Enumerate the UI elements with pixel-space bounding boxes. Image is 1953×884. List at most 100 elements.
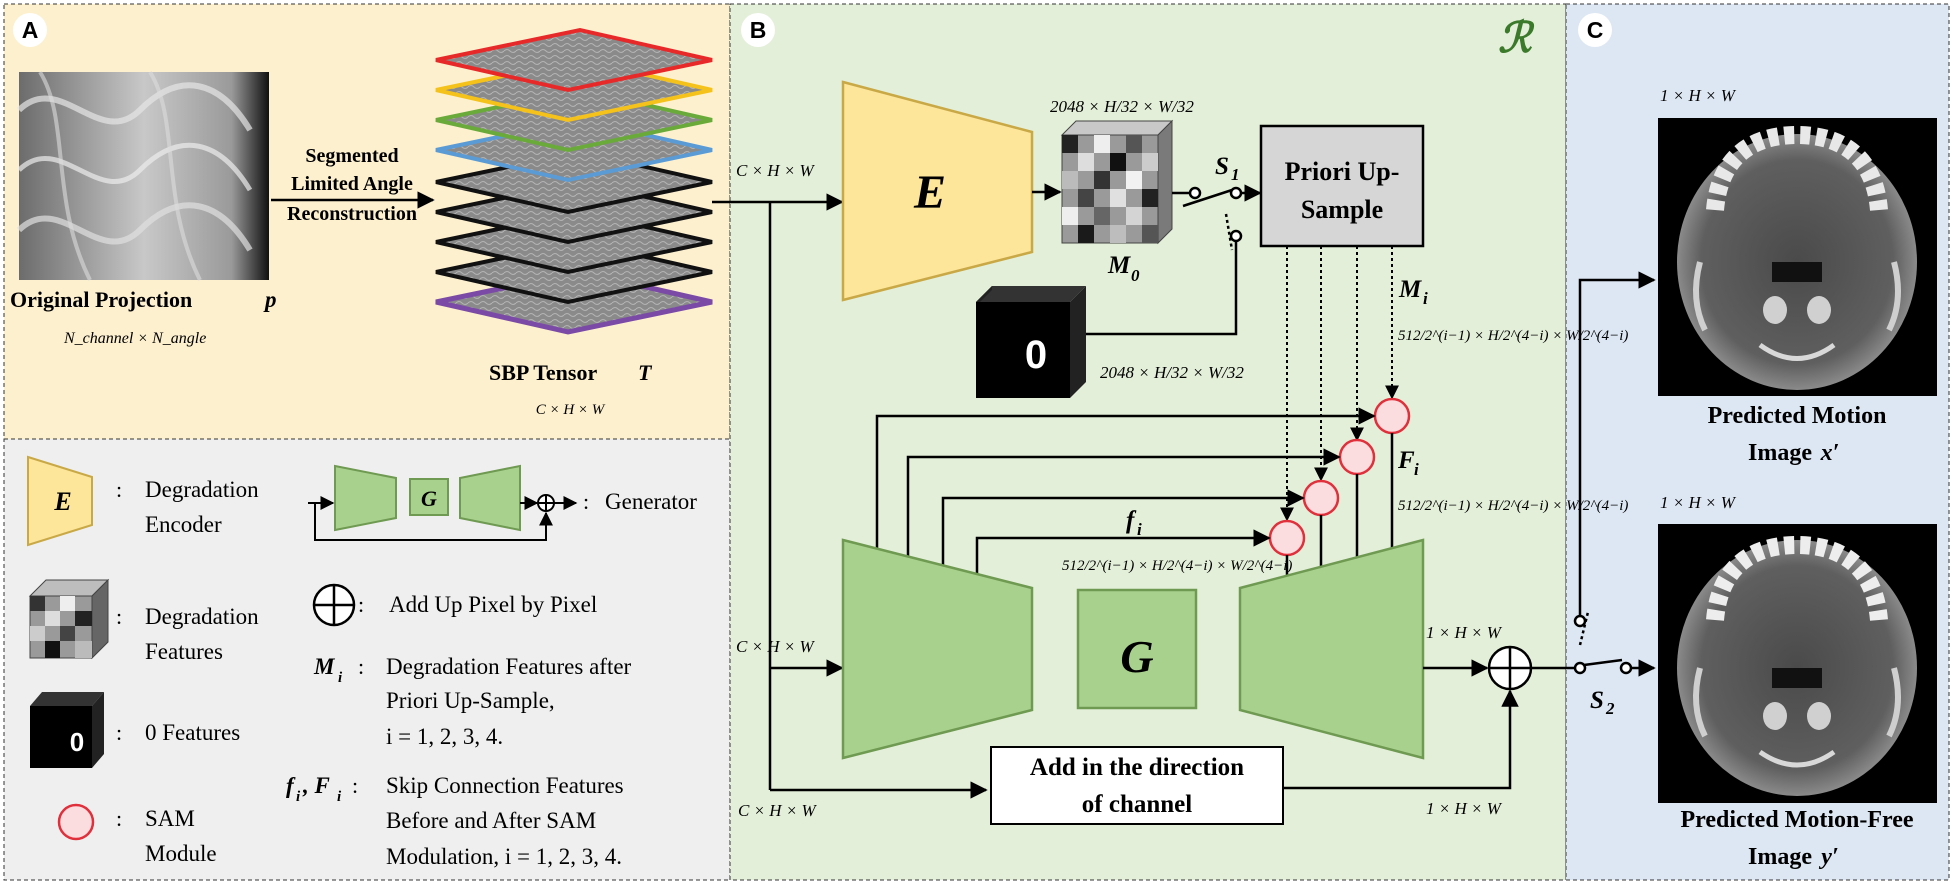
original-projection-image (16, 70, 269, 281)
predicted-motion-line2: Image (1748, 440, 1812, 466)
output-bottom-dims: 1 × H × W (1660, 493, 1737, 512)
legend-zero-colon: : (116, 720, 122, 745)
switch-s1 (1086, 184, 1262, 336)
svg-text:C: C (1587, 17, 1604, 43)
legend-encoder-line1: Degradation (145, 477, 259, 502)
final-add-icon (1487, 645, 1533, 691)
predicted-motion-free-line1: Predicted Motion-Free (1680, 807, 1913, 833)
m0-label: M (1107, 252, 1131, 279)
legend-sam-colon: : (116, 806, 122, 831)
reconstruction-label-3: Reconstruction (287, 203, 417, 225)
legend-features-line1: Degradation (145, 604, 259, 629)
svg-text:A: A (22, 17, 39, 43)
priori-label-1: Priori Up- (1285, 157, 1400, 186)
input-connectors (712, 193, 988, 799)
original-projection-label: Original Projection (10, 287, 192, 312)
generator-decoder-block (1238, 538, 1425, 760)
legend-encoder-line2: Encoder (145, 512, 222, 537)
sbp-tensor-stack (435, 27, 713, 335)
r-symbol: ℛ (1498, 16, 1535, 62)
zero-feature-dims: 2048 × H/32 × W/32 (1100, 363, 1244, 382)
legend-encoder-shape (27, 455, 93, 547)
switch-s1-label: S (1215, 153, 1229, 180)
switch-s2-sub: 2 (1605, 699, 1615, 718)
m0-sub: 0 (1131, 266, 1140, 285)
encoder-symbol: E (913, 166, 946, 219)
legend-mi-line3: i = 1, 2, 3, 4. (386, 724, 503, 749)
m0-dims: 2048 × H/32 × W/32 (1050, 97, 1194, 116)
zero-feature-symbol: 0 (1025, 333, 1047, 377)
sam-circle-icon (57, 803, 95, 841)
predicted-motion-free-symbol: y′ (1818, 844, 1838, 870)
legend-encoder-colon: : (116, 477, 122, 502)
predicted-motion-line1: Predicted Motion (1708, 403, 1887, 429)
add-channel-line1: Add in the direction (1030, 754, 1244, 781)
legend-feature-cube (28, 578, 110, 660)
original-projection-dims: N_channel × N_angle (63, 330, 206, 347)
switch-s1-sub: 1 (1231, 165, 1240, 184)
predicted-motion-free-image (1658, 524, 1937, 803)
fi-lower-sub: i (1137, 520, 1142, 539)
svg-text:B: B (750, 17, 767, 43)
input-dims-bottom: C × H × W (738, 801, 818, 820)
legend-f-line1: Skip Connection Features (386, 773, 624, 798)
legend-mi-symbol: M (313, 654, 336, 679)
sbp-slice (435, 27, 713, 93)
legend-encoder-symbol: E (53, 487, 71, 516)
sbp-tensor-dims: C × H × W (536, 402, 606, 418)
legend-f-sub2: i (337, 789, 342, 805)
mi-sub: i (1423, 289, 1428, 308)
fi-upper-sub: i (1414, 460, 1419, 479)
legend-add-text: Add Up Pixel by Pixel (389, 592, 597, 617)
priori-upsample-block (1259, 124, 1425, 248)
legend-generator-text: Generator (605, 489, 697, 514)
output-connectors (1283, 659, 1519, 790)
legend-f-colon: : (352, 773, 358, 798)
out-dims-top: 1 × H × W (1426, 623, 1503, 642)
panel-c-badge: C (1578, 13, 1612, 47)
legend-features-colon: : (116, 604, 122, 629)
reconstruction-label-1: Segmented (305, 145, 398, 167)
legend-f-sep: , F (302, 773, 330, 798)
encoder-block (841, 80, 1034, 302)
zero-feature-cube (976, 286, 1086, 398)
fi-lower-dims: 512/2^(i−1) × H/2^(4−i) × W/2^(4−i) (1062, 558, 1292, 574)
out-dims-bottom: 1 × H × W (1426, 799, 1503, 818)
input-dims-mid: C × H × W (736, 637, 816, 656)
legend-sam-line1: SAM (145, 806, 195, 831)
legend-zero-text: 0 Features (145, 720, 240, 745)
add-channel-block (990, 746, 1284, 825)
zero-cube-icon (30, 692, 104, 768)
panel-b-badge: B (741, 13, 775, 47)
priori-label-2: Sample (1301, 195, 1383, 224)
legend-zero-symbol: 0 (70, 727, 84, 757)
legend-generator-diagram (308, 464, 578, 541)
original-projection-symbol: p (263, 287, 277, 312)
input-dims-top: C × H × W (736, 161, 816, 180)
legend-f-sub1: i (296, 789, 301, 805)
sbp-tensor-symbol: T (638, 360, 653, 385)
legend-mi-colon: : (358, 654, 364, 679)
generator-encoder-block (841, 538, 1034, 760)
legend-features-line2: Features (145, 639, 223, 664)
sam-module (1338, 438, 1376, 476)
switch-s2 (1531, 271, 1656, 677)
legend-f-line2: Before and After SAM (386, 808, 596, 833)
generator-bottleneck-block (1076, 588, 1198, 710)
sbp-tensor-label: SBP Tensor (489, 360, 597, 385)
predicted-motion-free-line2: Image (1748, 844, 1812, 870)
legend-generator-symbol: G (421, 486, 437, 511)
mi-dotted-lines (1280, 246, 1399, 522)
predicted-motion-symbol: x′ (1820, 440, 1840, 466)
legend-generator-colon: : (583, 489, 589, 514)
legend-mi-line1: Degradation Features after (386, 654, 632, 679)
add-pixel-icon (312, 583, 356, 627)
sam-module (1373, 397, 1411, 435)
skip-connections (875, 407, 1394, 580)
fi-lower-label: f (1126, 507, 1137, 534)
legend-add-colon: : (358, 592, 364, 617)
add-channel-line2: of channel (1082, 791, 1192, 818)
panel-a-badge: A (13, 13, 47, 47)
fi-upper-dims: 512/2^(i−1) × H/2^(4−i) × W/2^(4−i) (1398, 498, 1628, 514)
legend-f-symbol: f (286, 773, 296, 798)
